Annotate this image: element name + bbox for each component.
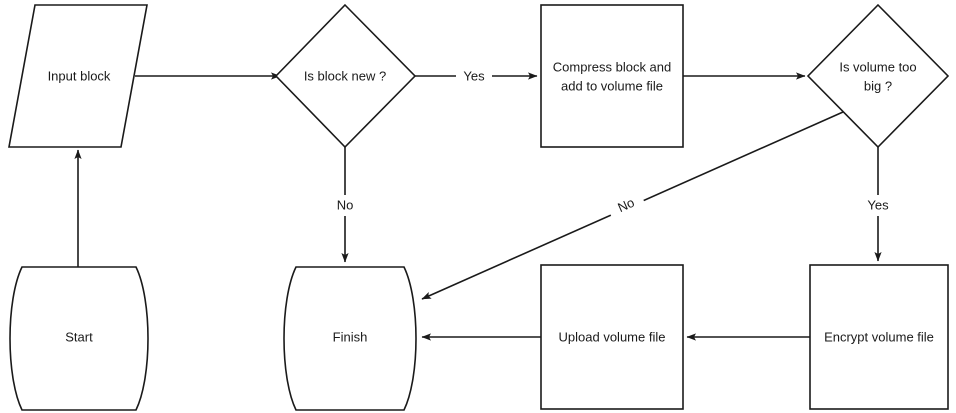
node-compress-block[interactable]: Compress block and add to volume file	[540, 4, 684, 148]
node-upload-volume[interactable]: Upload volume file	[540, 264, 684, 410]
node-start[interactable]: Start	[9, 266, 149, 411]
edge-label-no-block-new: No	[337, 197, 354, 212]
node-input-block-label: Input block	[48, 68, 111, 83]
node-compress-block-label-line2: add to volume file	[561, 78, 663, 93]
edge-label-yes-volume-big: Yes	[867, 197, 889, 212]
node-is-block-new-label: Is block new ?	[304, 68, 386, 83]
edge-is-block-new-no-to-finish: No	[327, 147, 363, 263]
node-encrypt-volume-label: Encrypt volume file	[824, 329, 934, 344]
edge-is-block-new-yes-to-compress-block: Yes	[415, 66, 538, 87]
edge-is-volume-too-big-no-to-finish: No	[421, 111, 844, 300]
edge-is-volume-too-big-yes-to-encrypt: Yes	[860, 147, 896, 262]
node-is-block-new[interactable]: Is block new ?	[274, 3, 417, 149]
node-encrypt-volume[interactable]: Encrypt volume file	[809, 264, 949, 410]
node-finish-label: Finish	[333, 329, 368, 344]
node-upload-volume-label: Upload volume file	[559, 329, 666, 344]
node-is-volume-too-big-label-line2: big ?	[864, 78, 892, 93]
edge-label-no-volume-big: No	[615, 195, 636, 215]
node-start-label: Start	[65, 329, 93, 344]
node-finish[interactable]: Finish	[283, 266, 417, 411]
edge-label-yes-block-new: Yes	[463, 68, 485, 83]
node-input-block[interactable]: Input block	[8, 4, 148, 148]
node-compress-block-label-line1: Compress block and	[553, 59, 672, 74]
node-is-volume-too-big-label-line1: Is volume too	[839, 59, 916, 74]
node-is-volume-too-big[interactable]: Is volume too big ?	[806, 3, 950, 149]
